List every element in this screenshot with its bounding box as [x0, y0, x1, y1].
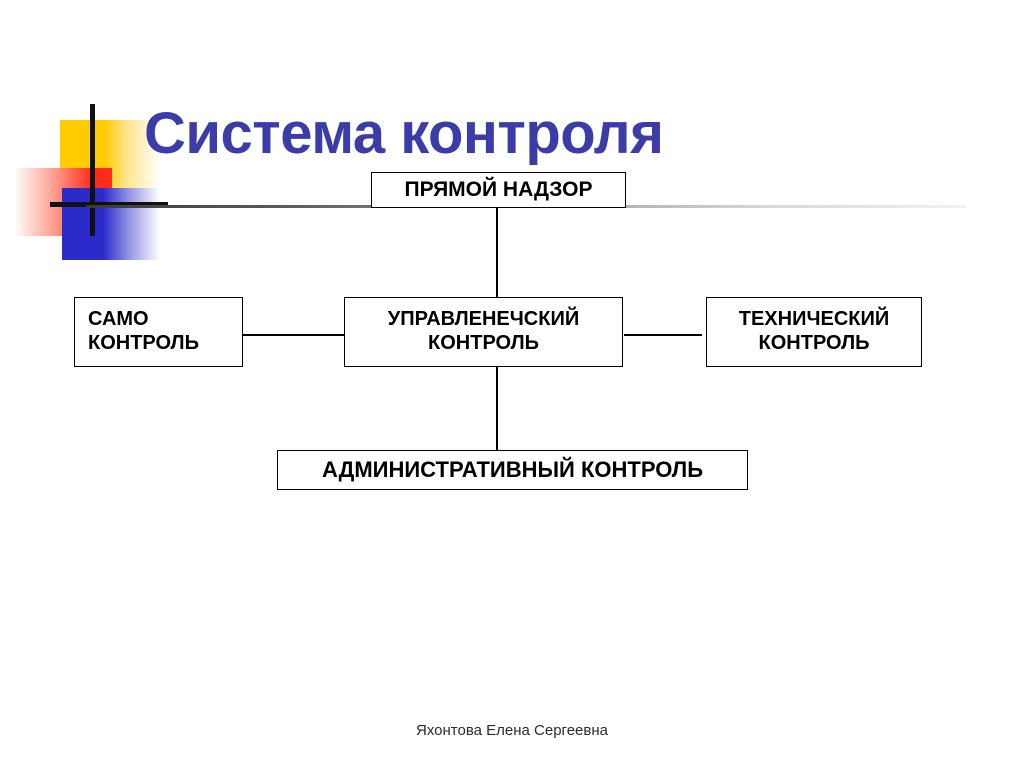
node-technical-control-line2: КОНТРОЛЬ [758, 332, 870, 354]
slide-title: Система контроля [144, 101, 664, 166]
decorative-logo [14, 104, 168, 260]
logo-blue-square [62, 188, 160, 260]
node-technical-control-line1: ТЕХНИЧЕСКИЙ [738, 308, 890, 331]
connector-managerial-to-technical [624, 334, 702, 336]
node-technical-control[interactable]: ТЕХНИЧЕСКИЙ КОНТРОЛЬ [706, 297, 922, 367]
node-direct-supervision-line1: ПРЯМОЙ НАДЗОР [404, 177, 593, 201]
node-self-control-line1: САМО [88, 308, 149, 331]
node-managerial-control[interactable]: УПРАВЛЕНЕЧСКИЙ КОНТРОЛЬ [344, 297, 623, 367]
node-self-control-line2: КОНТРОЛЬ [88, 332, 199, 354]
connector-managerial-to-admin [496, 367, 498, 451]
node-self-control[interactable]: САМО КОНТРОЛЬ [74, 297, 243, 367]
logo-horizontal-bar-icon [50, 202, 168, 207]
node-administrative-control[interactable]: АДМИНИСТРАТИВНЫЙ КОНТРОЛЬ [277, 450, 748, 490]
node-administrative-control-line1: АДМИНИСТРАТИВНЫЙ КОНТРОЛЬ [321, 457, 704, 483]
connector-self-to-managerial [243, 334, 345, 336]
node-managerial-control-line2: КОНТРОЛЬ [428, 332, 539, 354]
node-managerial-control-line1: УПРАВЛЕНЕЧСКИЙ [387, 308, 580, 331]
slide-footer-author: Яхонтова Елена Сергеевна [416, 722, 608, 739]
connector-direct-to-managerial [496, 208, 498, 298]
node-direct-supervision[interactable]: ПРЯМОЙ НАДЗОР [371, 172, 626, 208]
logo-vertical-bar-icon [90, 104, 95, 236]
